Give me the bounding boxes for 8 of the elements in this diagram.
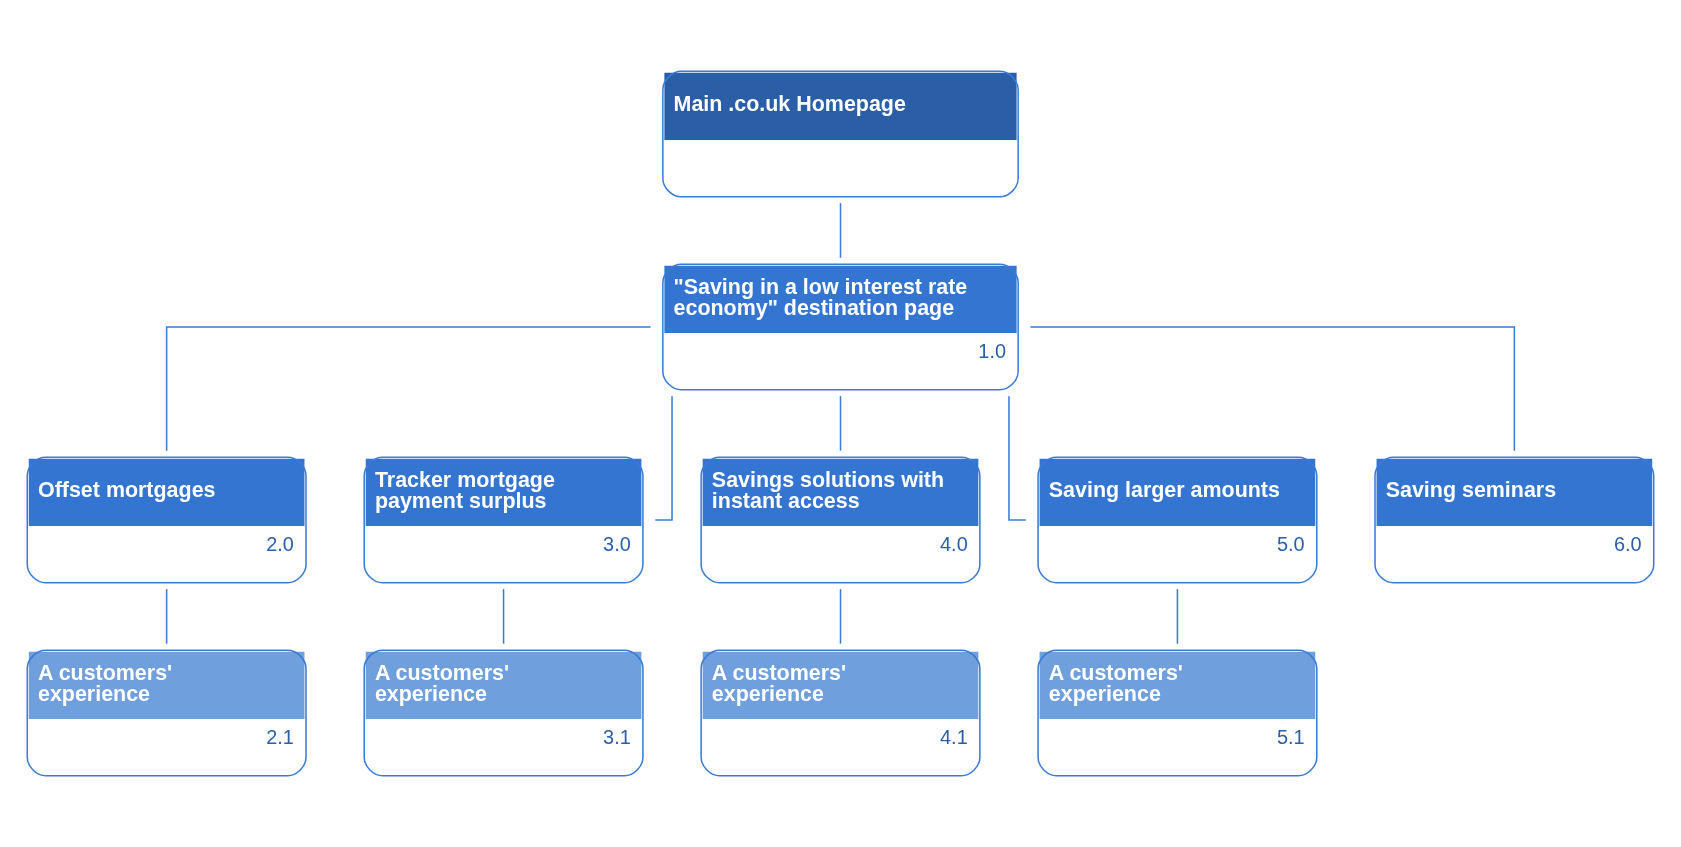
connector [502, 588, 505, 645]
connector [165, 326, 652, 452]
connector [1176, 588, 1179, 645]
connector [839, 395, 842, 452]
connector [165, 588, 168, 645]
connector [839, 202, 842, 259]
connector [839, 588, 842, 645]
connector [1029, 326, 1516, 452]
